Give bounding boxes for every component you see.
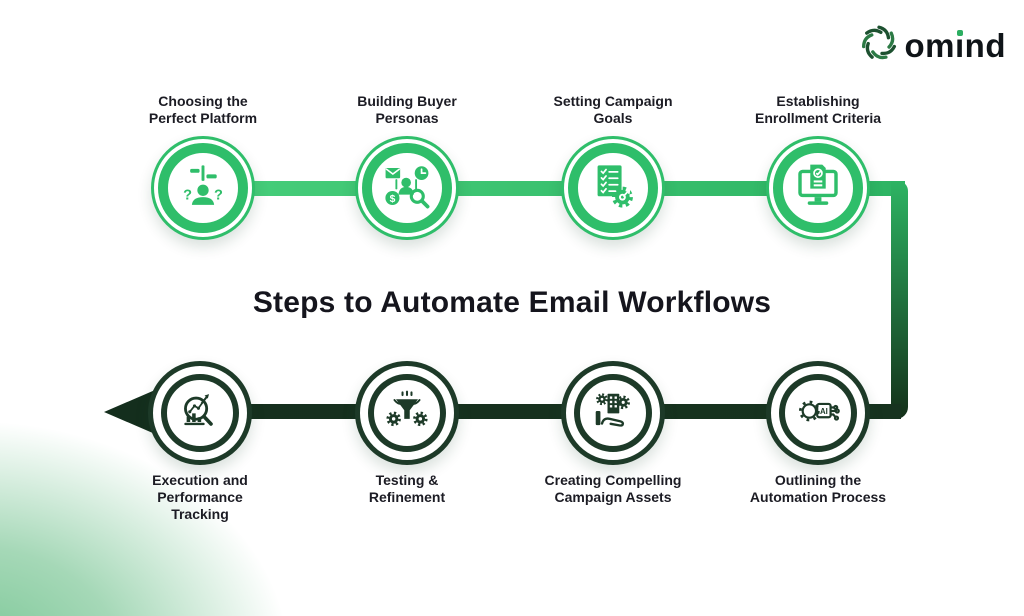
svg-text:AI: AI [820,406,828,415]
step-node-testing-refinement [355,361,459,465]
step-node-performance-tracking [148,361,252,465]
logo-text-om: om [904,27,955,64]
svg-text:$: $ [390,193,396,204]
enrollment-criteria-icon [794,162,842,215]
automation-process-icon: AI [796,389,840,438]
omind-swirl-icon [858,22,900,69]
campaign-goals-icon [589,162,637,215]
step-node-campaign-goals [561,136,665,240]
step-label-performance-tracking: Execution and Performance Tracking [152,472,248,522]
step-node-inner-ring [568,143,658,233]
connector-right-elbow [891,181,908,419]
step-label-buyer-personas: Building Buyer Personas [357,93,457,126]
step-node-automation-process: AI [766,361,870,465]
step-node-inner-ring [161,374,239,452]
step-node-choosing-platform: ? ? [151,136,255,240]
step-label-campaign-assets: Creating Compelling Campaign Assets [544,472,682,505]
buyer-personas-icon: $ [383,162,431,215]
svg-text:?: ? [214,187,223,203]
performance-tracking-icon [178,389,222,438]
step-node-buyer-personas: $ [355,136,459,240]
step-label-choosing-platform: Choosing the Perfect Platform [148,93,258,126]
step-node-inner-ring: ? ? [158,143,248,233]
step-node-inner-ring: AI [779,374,857,452]
connector-bottom-bar [128,404,901,419]
svg-text:?: ? [183,187,192,203]
campaign-assets-icon [591,389,635,438]
step-node-campaign-assets [561,361,665,465]
step-node-inner-ring [574,374,652,452]
step-label-enrollment-criteria: Establishing Enrollment Criteria [754,93,882,126]
logo-text-nd: nd [964,27,1006,64]
step-label-testing-refinement: Testing & Refinement [368,472,446,505]
testing-refinement-icon [385,389,429,438]
step-node-inner-ring [773,143,863,233]
step-node-enrollment-criteria [766,136,870,240]
platform-choice-icon: ? ? [179,162,227,215]
step-label-campaign-goals: Setting Campaign Goals [553,93,673,126]
logo-text-i: ı [955,27,965,64]
step-label-automation-process: Outlining the Automation Process [749,472,887,505]
workflow-title: Steps to Automate Email Workflows [252,286,772,319]
step-node-inner-ring: $ [362,143,452,233]
step-node-inner-ring [368,374,446,452]
